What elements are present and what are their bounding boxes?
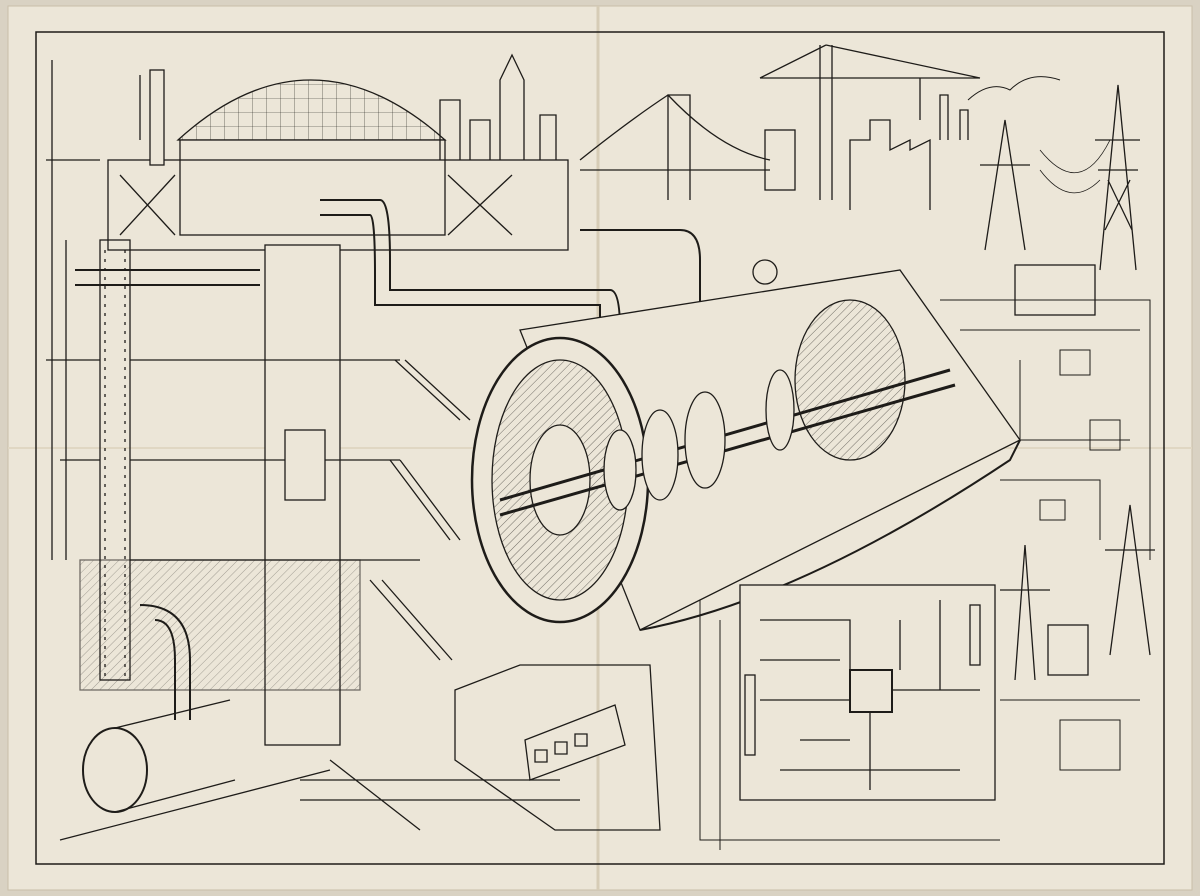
schematic-wiring xyxy=(940,299,1151,560)
construction-crane xyxy=(759,44,981,200)
underground-tunnel xyxy=(59,699,580,841)
cutaway-turbine xyxy=(470,259,1021,631)
domed-plant-building xyxy=(107,69,569,251)
city-skyline xyxy=(439,53,557,160)
factory-smokestacks xyxy=(764,76,1061,210)
drawing-border xyxy=(35,31,1165,865)
circuit-board xyxy=(699,584,1140,850)
transformer xyxy=(1014,264,1096,676)
suspension-bridge xyxy=(579,94,771,200)
dimension-lines xyxy=(46,60,141,560)
staircases xyxy=(369,359,471,661)
subway-train xyxy=(454,664,661,831)
scaffold-tower xyxy=(79,239,420,746)
pipes xyxy=(75,199,701,720)
power-pylons xyxy=(980,84,1155,681)
